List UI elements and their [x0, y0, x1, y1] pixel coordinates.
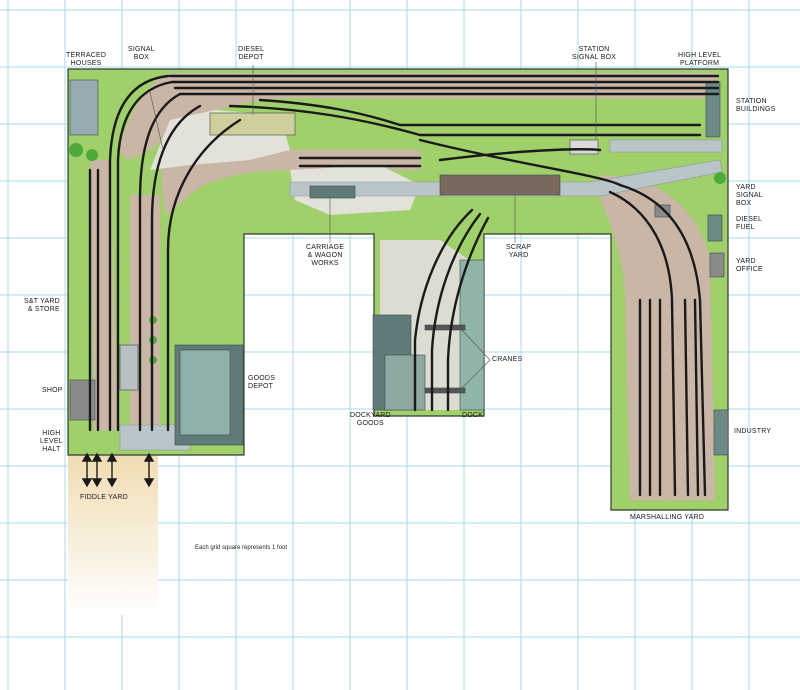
crane-gantry-1 — [424, 324, 466, 331]
label-carriage-wagon-works: CARRIAGE & WAGON WORKS — [306, 244, 345, 267]
label-industry: INDUSTRY — [734, 428, 772, 435]
buildings — [69, 79, 729, 456]
label-dock: DOCK — [462, 412, 484, 419]
label-diesel-fuel: DIESEL FUEL — [736, 216, 763, 231]
leader-lines — [149, 62, 597, 391]
label-shop: SHOP — [42, 387, 63, 394]
industry-building — [713, 409, 729, 456]
label-terraced-houses: TERRACED HOUSES — [66, 52, 107, 67]
station-signal-box-building — [569, 139, 599, 155]
label-station-signal-box: STATION SIGNAL BOX — [572, 46, 617, 61]
terraced-houses — [69, 79, 99, 136]
scale-note: Each grid square represents 1 foot — [195, 545, 288, 551]
label-scrap-yard: SCRAP YARD — [506, 244, 532, 259]
diesel-fuel-tanks — [707, 214, 723, 242]
label-diesel-depot: DIESEL DEPOT — [238, 46, 265, 61]
crane-gantry-2 — [424, 387, 466, 394]
goods-depot-shed — [179, 349, 231, 436]
label-high-level-halt: HIGH LEVEL HALT — [40, 430, 63, 453]
station-building — [705, 81, 721, 138]
label-goods-depot: GOODS DEPOT — [248, 375, 276, 390]
label-fiddle-yard: FIDDLE YARD — [80, 494, 128, 501]
label-yard-signal-box: YARD SIGNAL BOX — [736, 184, 763, 207]
roads — [119, 139, 723, 451]
label-high-level-platform: HIGH LEVEL PLATFORM — [678, 52, 722, 67]
dockyard-goods-shed — [384, 354, 426, 411]
label-cranes: CRANES — [492, 356, 523, 363]
tracks — [88, 74, 720, 497]
shop-building — [69, 379, 96, 421]
label-signal-box: SIGNAL BOX — [128, 46, 155, 61]
label-station-buildings: STATION BUILDINGS — [736, 98, 776, 113]
fiddle-yard-arrows — [81, 452, 155, 488]
yard-office-building — [709, 252, 725, 278]
carriage-works-building — [309, 185, 356, 199]
scrap-yard-building — [439, 174, 561, 196]
diesel-depot-building — [209, 112, 296, 136]
label-st-yard-store: S&T YARD & STORE — [24, 298, 60, 313]
label-dockyard-goods: DOCKYARD GOODS — [350, 412, 391, 427]
label-marshalling-yard: MARSHALLING YARD — [630, 514, 705, 521]
s-and-t-store — [119, 344, 139, 391]
dock-water — [459, 259, 485, 411]
label-yard-office: YARD OFFICE — [736, 258, 763, 273]
